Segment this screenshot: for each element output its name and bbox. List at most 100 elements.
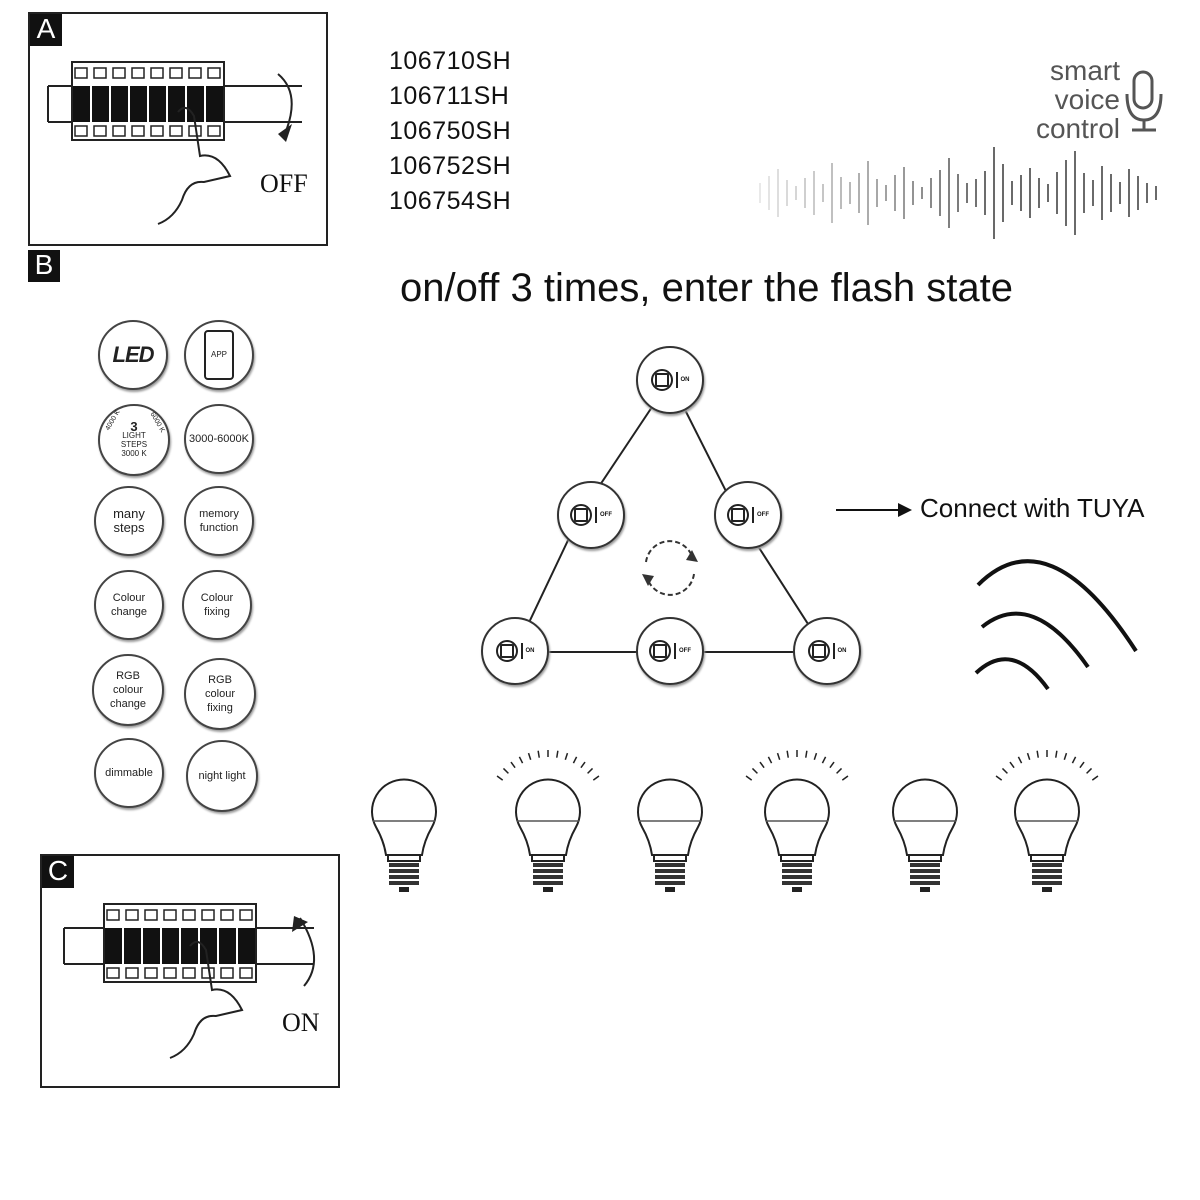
- colour-fixing-line-1: Colour: [200, 592, 234, 604]
- colour-change-line-1: Colour: [112, 592, 146, 604]
- k-high-label: 6000 K: [148, 411, 166, 434]
- wall-switch-icon: [807, 640, 830, 662]
- memory-function-badge: memory function: [184, 486, 254, 556]
- breaker-terminal: [125, 909, 139, 921]
- breaker-switch: [162, 928, 179, 964]
- many-steps-badge: many steps: [94, 486, 164, 556]
- app-badge: APP: [184, 320, 254, 390]
- breaker-terminal: [239, 909, 253, 921]
- breaker-terminal: [220, 909, 234, 921]
- breaker-terminal: [93, 67, 107, 79]
- breaker-terminal: [220, 967, 234, 979]
- breaker-terminal: [169, 125, 183, 137]
- switch-state-label: ON: [680, 377, 690, 383]
- rgb-change-line-3: change: [109, 698, 147, 710]
- colour-change-badge: Colour change: [94, 570, 164, 640]
- voice-line-3: control: [1035, 113, 1120, 144]
- switch-node-off: OFF: [636, 617, 704, 685]
- bulb-lit: [995, 750, 1099, 892]
- breaker-panel-illustration: [47, 61, 302, 225]
- breaker-terminal: [144, 909, 158, 921]
- bulb-unlit: [892, 778, 958, 892]
- breaker-terminal: [207, 125, 221, 137]
- rgb-change-line-1: RGB: [116, 670, 140, 682]
- breaker-terminal: [131, 125, 145, 137]
- panel-b-tag: B: [28, 250, 60, 282]
- switch-node-on: ON: [481, 617, 549, 685]
- breaker-terminal: [169, 67, 183, 79]
- rgb-fixing-line-2: colour: [205, 688, 235, 700]
- steps-line-1: LIGHT: [122, 431, 146, 440]
- wall-switch-icon: [649, 640, 671, 662]
- breaker-terminal: [201, 909, 215, 921]
- switch-node-off: OFF: [714, 481, 782, 549]
- switch-state-label: OFF: [679, 648, 691, 654]
- steps-line-2: STEPS: [120, 440, 148, 449]
- switch-state-label: ON: [525, 648, 535, 654]
- wireless-signal-icon: [974, 559, 1138, 691]
- bulb-unlit: [637, 778, 703, 892]
- breaker-terminal: [182, 909, 196, 921]
- led-badge: LED: [98, 320, 168, 390]
- breaker-switch: [73, 86, 90, 122]
- breaker-switch: [130, 86, 147, 122]
- panel-c-tag: C: [42, 856, 74, 888]
- switch-node-on: ON: [793, 617, 861, 685]
- breaker-switch: [200, 928, 217, 964]
- voice-line-1: smart: [1050, 55, 1120, 86]
- breaker-switch: [168, 86, 185, 122]
- breaker-switch: [181, 928, 198, 964]
- model-number: 106750SH: [389, 117, 512, 145]
- breaker-switch: [149, 86, 166, 122]
- breaker-terminal: [150, 125, 164, 137]
- panel-a-tag: A: [30, 14, 62, 46]
- colour-fixing-badge: Colour fixing: [182, 570, 252, 640]
- breaker-switch: [111, 86, 128, 122]
- breaker-switch: [206, 86, 223, 122]
- switch-state-label: OFF: [757, 512, 769, 518]
- switch-node-off: OFF: [557, 481, 625, 549]
- microphone-icon: [1125, 70, 1163, 132]
- smart-voice-control-label: smart voice control: [1010, 56, 1120, 143]
- breaker-switch: [187, 86, 204, 122]
- model-number-list: 106710SH 106711SH 106750SH 106752SH 1067…: [389, 44, 511, 219]
- breaker-terminal: [188, 67, 202, 79]
- wall-switch-icon: [650, 369, 673, 391]
- many-steps-line-2: steps: [113, 520, 145, 535]
- cct-badge: 3000-6000K: [184, 404, 254, 474]
- switch-state-label: OFF: [600, 512, 612, 518]
- k-low-label: 3000 K: [121, 449, 147, 458]
- bulb-unlit: [371, 778, 437, 892]
- switch-node-on: ON: [636, 346, 704, 414]
- breaker-switch: [219, 928, 236, 964]
- bulb-lit: [745, 750, 849, 892]
- breaker-switch: [92, 86, 109, 122]
- breaker-panel-illustration: [63, 903, 316, 1059]
- breaker-terminal: [74, 125, 88, 137]
- model-number: 106710SH: [389, 47, 512, 75]
- model-number: 106754SH: [389, 187, 512, 215]
- voice-line-2: voice: [1054, 84, 1120, 115]
- memory-line-2: function: [199, 522, 239, 534]
- wall-switch-icon: [570, 504, 592, 526]
- rgb-change-line-2: colour: [113, 684, 143, 696]
- steps-number: 3: [130, 419, 138, 434]
- rgb-colour-change-badge: RGB colour change: [92, 654, 164, 726]
- breaker-terminal: [144, 967, 158, 979]
- voice-waveform: [759, 147, 1157, 239]
- model-number: 106752SH: [389, 152, 512, 180]
- on-label: ON: [282, 1008, 320, 1037]
- app-label: APP: [210, 350, 227, 359]
- many-steps-line-1: many: [113, 506, 145, 521]
- panel-c-switch-on: C ON: [40, 854, 340, 1088]
- breaker-terminal: [131, 67, 145, 79]
- dimmable-badge: dimmable: [94, 738, 164, 808]
- breaker-switch: [124, 928, 141, 964]
- breaker-switch: [105, 928, 122, 964]
- breaker-terminal: [112, 125, 126, 137]
- instruction-heading: on/off 3 times, enter the flash state: [400, 266, 1013, 310]
- memory-line-1: memory: [199, 508, 239, 520]
- panel-a-switch-off: A OFF: [28, 12, 328, 246]
- k-mid-label: 4000 K: [104, 409, 122, 432]
- arrow-right-icon: [836, 503, 912, 517]
